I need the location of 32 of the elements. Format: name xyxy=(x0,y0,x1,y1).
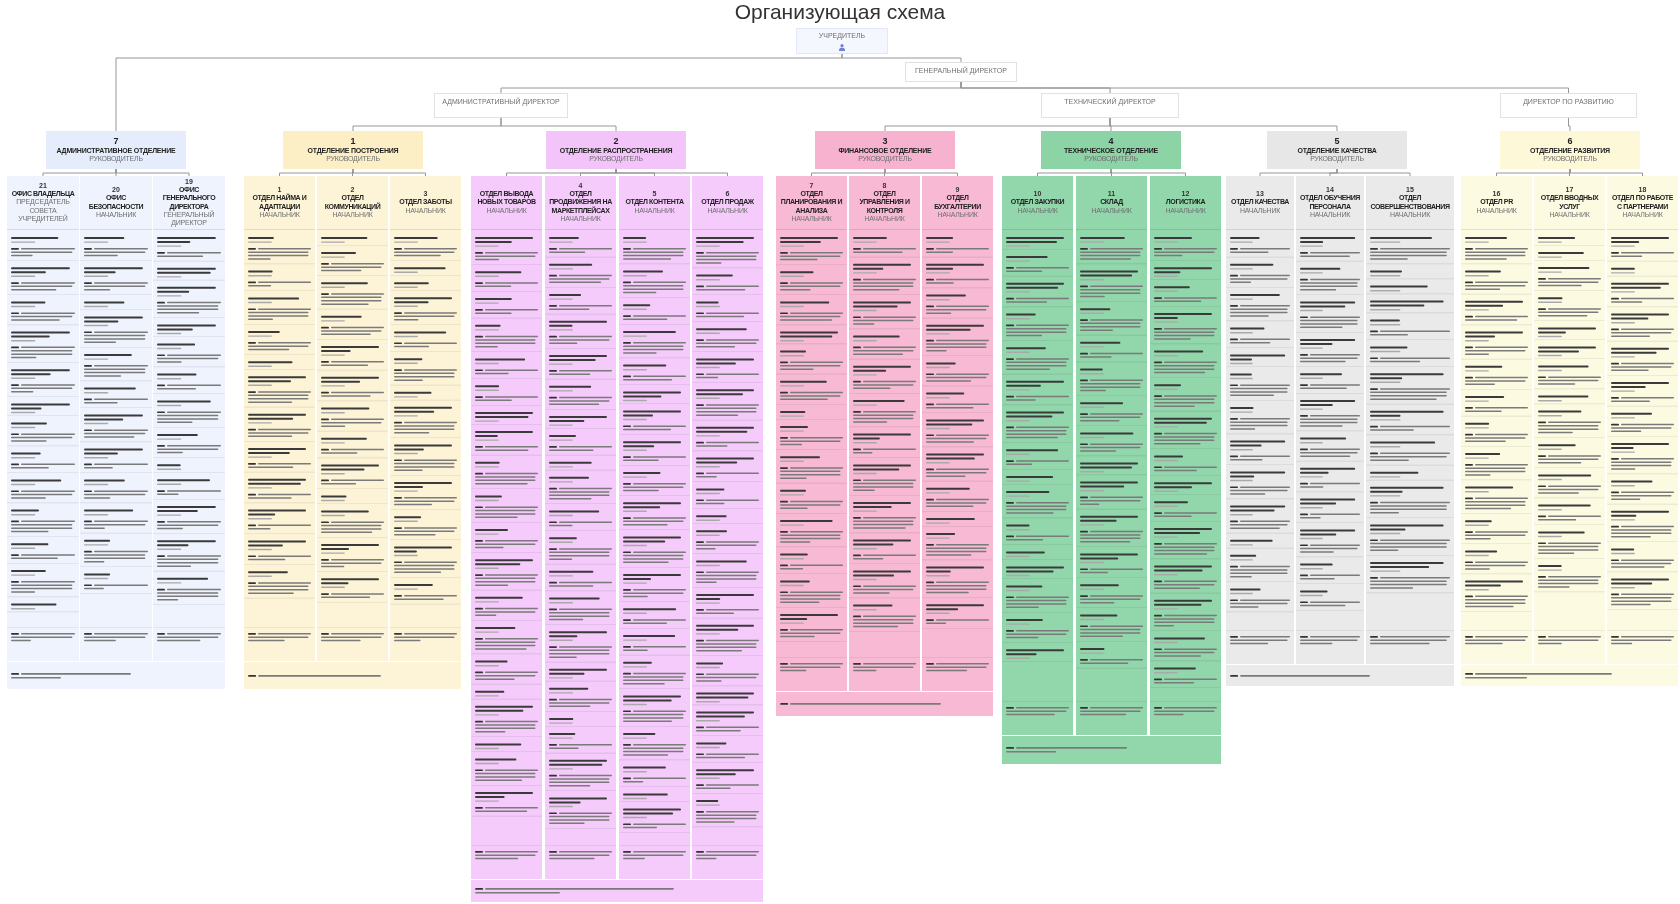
page-title: Организующая схема xyxy=(734,0,946,23)
connector-line xyxy=(115,168,190,177)
division-box xyxy=(283,131,423,169)
division-box xyxy=(46,131,186,169)
division-number: 4 xyxy=(1108,137,1114,147)
connector-line xyxy=(115,53,843,132)
division-box xyxy=(546,131,686,169)
division-number: 5 xyxy=(1334,137,1340,147)
division-box xyxy=(1500,131,1640,169)
connector-line xyxy=(1568,117,1571,132)
connector-line xyxy=(500,117,617,132)
connector-line xyxy=(352,168,426,177)
connector-line xyxy=(1110,168,1186,177)
division-number: 7 xyxy=(113,137,119,147)
division-box xyxy=(1041,131,1181,169)
division-number: 1 xyxy=(350,137,356,147)
director-box xyxy=(1041,93,1179,118)
connector-line xyxy=(960,81,1569,94)
division-number: 6 xyxy=(1567,137,1573,147)
connector-line xyxy=(615,168,728,177)
division-number: 3 xyxy=(882,137,888,147)
connector-line xyxy=(884,168,958,177)
division-number: 2 xyxy=(613,137,619,147)
founder-box xyxy=(796,28,888,54)
director-box xyxy=(1500,93,1637,118)
connector-line xyxy=(1569,168,1643,177)
director-box xyxy=(905,62,1017,82)
connector-line xyxy=(1336,168,1411,177)
division-box xyxy=(815,131,955,169)
division-box xyxy=(1267,131,1407,169)
connector-line xyxy=(1109,117,1338,132)
director-box xyxy=(434,93,568,118)
